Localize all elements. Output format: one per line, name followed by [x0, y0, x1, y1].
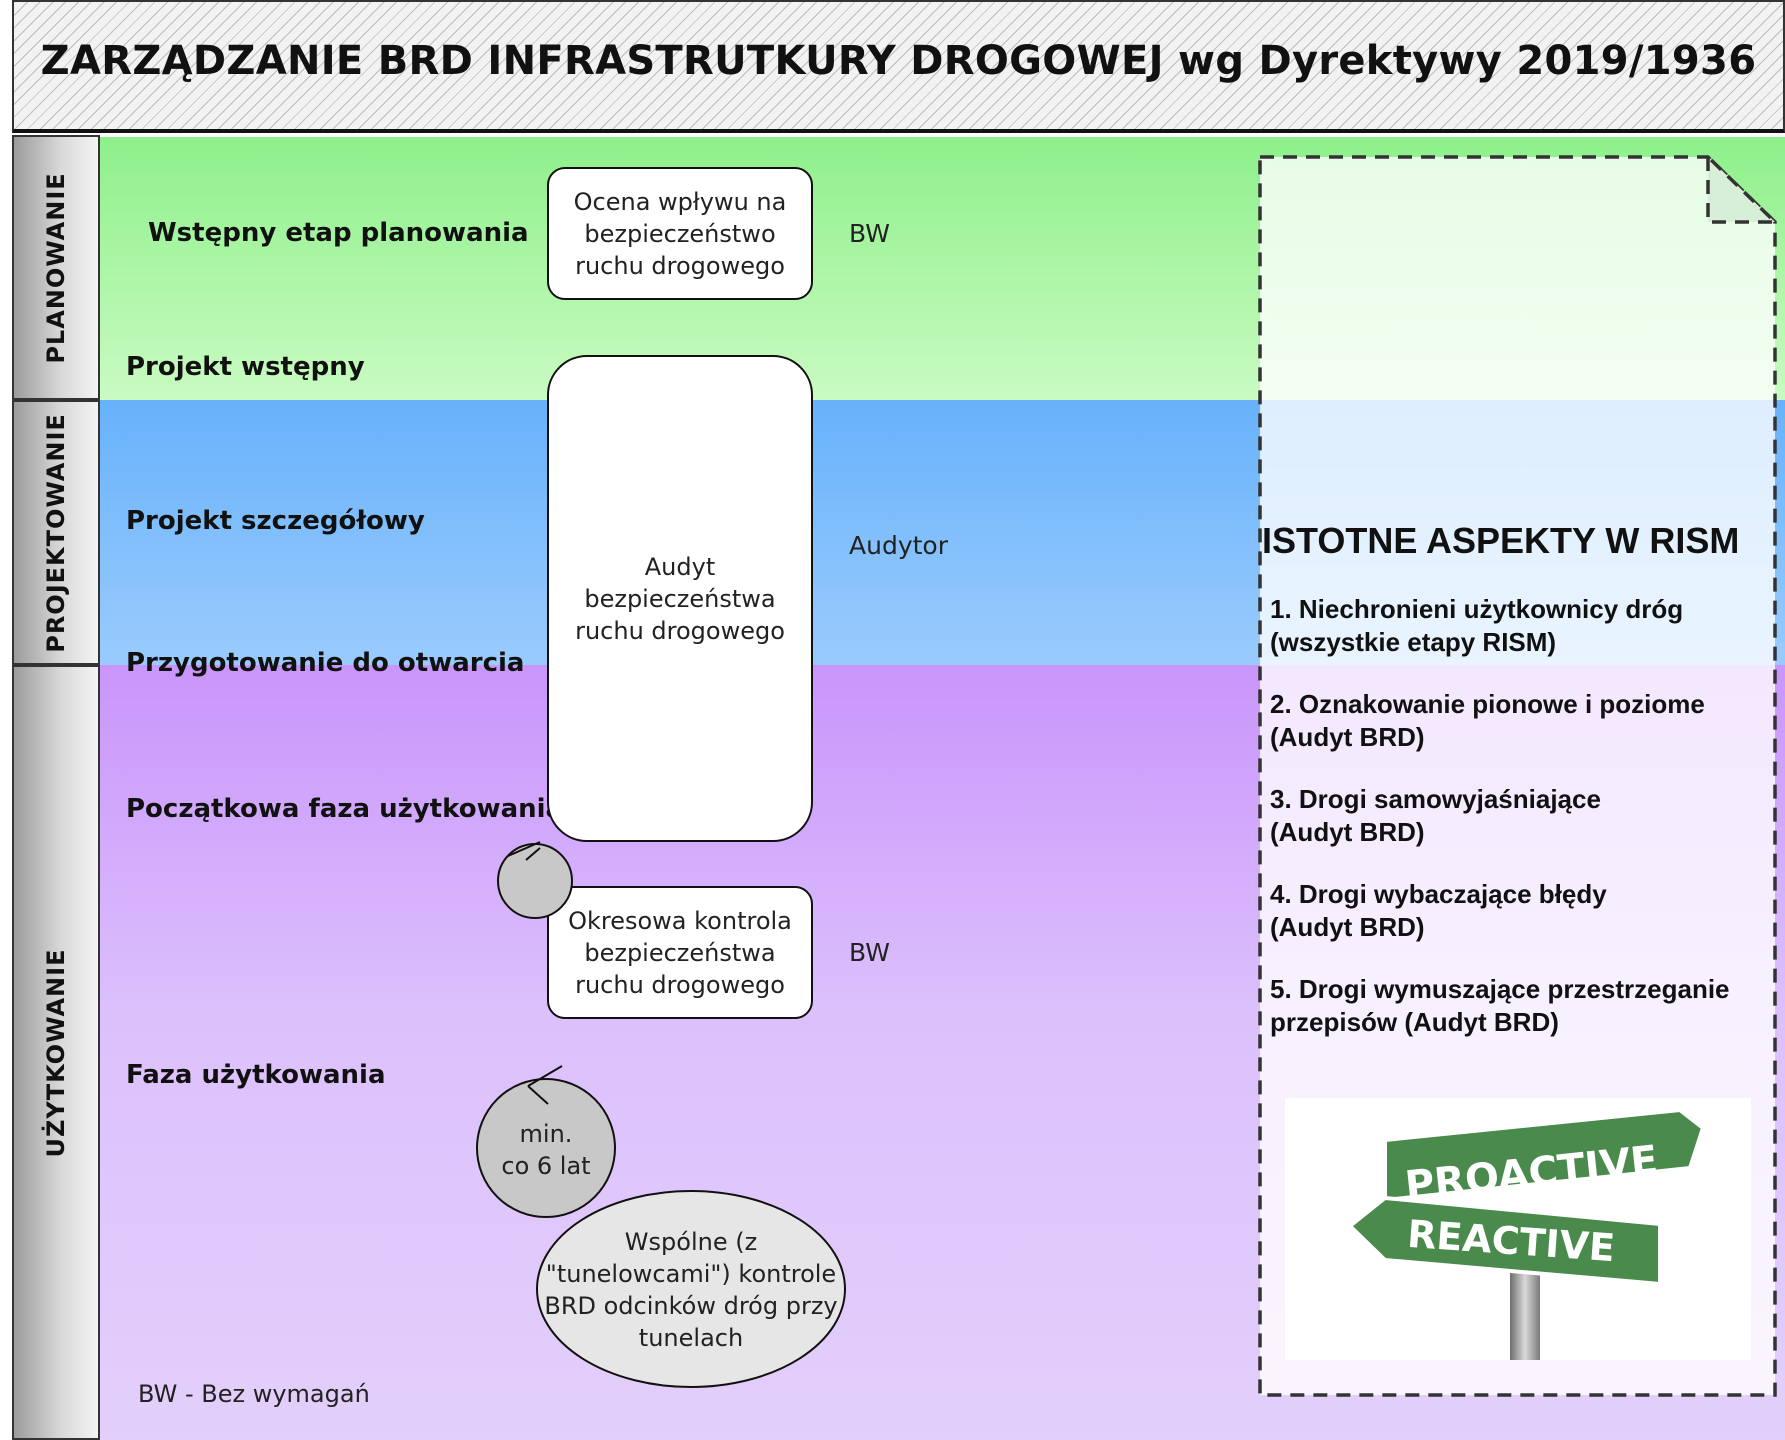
audit-box: Audyt bezpieczeństwa ruchu drogowego	[547, 355, 813, 842]
signpost-illustration: PROACTIVE REACTIVE	[1346, 1107, 1706, 1360]
lane-usage: UŻYTKOWANIE	[12, 665, 100, 1440]
proactive-sign: PROACTIVE	[1383, 1107, 1706, 1210]
stage-pre-opening: Przygotowanie do otwarcia	[126, 648, 525, 678]
aspect-item: 5. Drogi wymuszające przestrzeganie prze…	[1270, 974, 1730, 1037]
folded-corner	[1706, 152, 1780, 224]
aspect-item: 2. Oznakowanie pionowe i poziome (Audyt …	[1270, 689, 1705, 752]
aspect-item: 1. Niechronieni użytkownicy dróg (wszyst…	[1270, 594, 1684, 657]
legend-note: BW - Bez wymagań	[138, 1380, 370, 1408]
stage-detailed-design: Projekt szczegółowy	[126, 506, 425, 536]
impact-assessment-requirement: BW	[849, 219, 890, 248]
joint-inspection-ellipse	[536, 1190, 846, 1388]
lane-planning: PLANOWANIE	[12, 135, 100, 400]
six-year-cycle-icon	[476, 1078, 616, 1218]
lane-design: PROJEKTOWANIE	[12, 400, 100, 665]
inspection-box: Okresowa kontrola bezpieczeństwa ruchu d…	[547, 886, 813, 1019]
stage-operation: Faza użytkowania	[126, 1060, 386, 1090]
stage-preliminary-planning: Wstępny etap planowania	[148, 218, 529, 248]
inspection-requirement: BW	[849, 938, 890, 967]
aspects-title: ISTOTNE ASPEKTY W RISM	[1262, 520, 1740, 561]
audit-requirement: Audytor	[849, 531, 948, 560]
aspect-item: 4. Drogi wybaczające błędy (Audyt BRD)	[1270, 879, 1607, 942]
cycle-label: min. co 6 lat	[501, 1120, 591, 1180]
reactive-sign: REACTIVE	[1346, 1195, 1662, 1287]
signpost-panel: PROACTIVE REACTIVE	[1285, 1098, 1751, 1360]
title-bar	[12, 0, 1785, 133]
diagram-title: ZARZĄDZANIE BRD INFRASTRUTKURY DROGOWEJ …	[40, 38, 1757, 84]
joint-inspection-label: Wspólne (z "tunelowcami") kontrole BRD o…	[544, 1228, 838, 1352]
stage-early-operation: Początkowa faza użytkowania	[126, 794, 564, 824]
stage-preliminary-design: Projekt wstępny	[126, 352, 365, 382]
impact-assessment-box: Ocena wpływu na bezpieczeństwo ruchu dro…	[547, 167, 813, 300]
aspect-item: 3. Drogi samowyjaśniające (Audyt BRD)	[1270, 784, 1601, 847]
